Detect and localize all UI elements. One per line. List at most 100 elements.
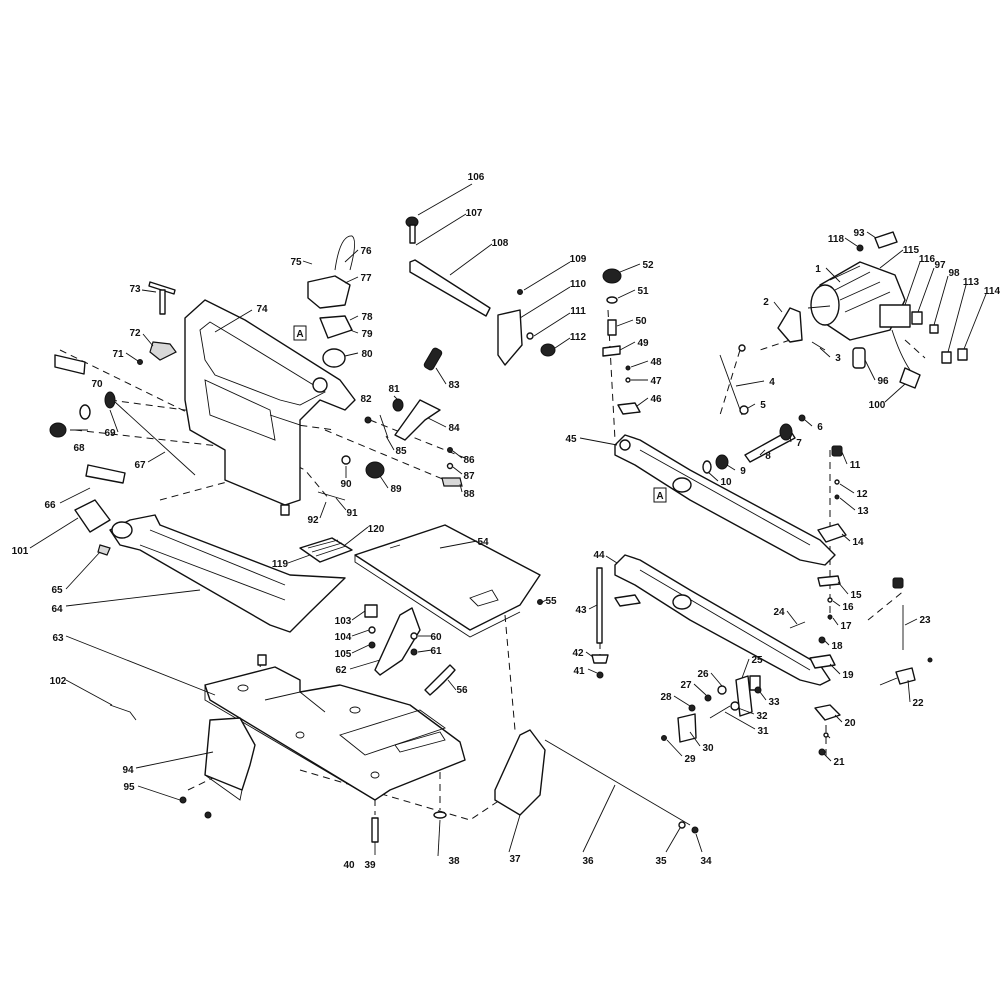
clamp-44 xyxy=(614,594,641,607)
callout-78: 78 xyxy=(361,312,373,323)
ref-mark-0: A xyxy=(293,325,307,341)
callout-31: 31 xyxy=(757,726,769,737)
callout-86: 86 xyxy=(463,455,475,466)
box-113 xyxy=(941,351,952,364)
callout-87: 87 xyxy=(463,471,475,482)
nut-27 xyxy=(704,694,712,702)
callout-42: 42 xyxy=(572,648,584,659)
bracket-20 xyxy=(814,704,841,721)
callout-38: 38 xyxy=(448,856,460,867)
ref-mark-label: A xyxy=(656,491,663,502)
knob-89 xyxy=(365,461,385,479)
callout-22: 22 xyxy=(912,698,924,709)
fan-2 xyxy=(777,307,803,343)
callout-88: 88 xyxy=(463,489,475,500)
washer-10 xyxy=(702,460,712,474)
callout-51: 51 xyxy=(637,286,649,297)
callout-41: 41 xyxy=(573,666,585,677)
callout-110: 110 xyxy=(570,279,587,290)
rod-36 xyxy=(544,739,691,826)
callout-39: 39 xyxy=(364,860,376,871)
clamp-49 xyxy=(602,345,621,357)
callout-15: 15 xyxy=(850,590,862,601)
screw-95a xyxy=(179,796,187,804)
hex-key-102 xyxy=(109,704,137,721)
washer-81 xyxy=(392,398,404,412)
callout-9: 9 xyxy=(740,466,746,477)
callout-80: 80 xyxy=(361,349,373,360)
knob-112 xyxy=(540,343,556,357)
callout-71: 71 xyxy=(112,349,124,360)
t-handle xyxy=(148,281,176,315)
screw-48 xyxy=(625,365,631,371)
callout-24: 24 xyxy=(773,607,785,618)
callout-3: 3 xyxy=(835,353,841,364)
callout-115: 115 xyxy=(903,245,920,256)
callout-96: 96 xyxy=(877,376,889,387)
ref-mark-1: A xyxy=(653,487,667,503)
rear-bracket-37 xyxy=(494,729,546,816)
callout-43: 43 xyxy=(575,605,587,616)
upper-arm-housing xyxy=(184,299,356,516)
switch-97 xyxy=(911,311,923,325)
nut-17 xyxy=(827,614,833,620)
clamp-42 xyxy=(591,654,609,664)
callout-63: 63 xyxy=(52,633,64,644)
callout-19: 19 xyxy=(842,670,854,681)
tilt-bracket-62 xyxy=(374,607,421,676)
switch-98 xyxy=(929,324,939,334)
screw-4 xyxy=(738,344,746,352)
screw-24 xyxy=(789,621,806,629)
washer-104 xyxy=(368,626,376,634)
washer-32 xyxy=(730,701,740,711)
part-number-callouts: 1234567891011121314151617181920212223242… xyxy=(12,172,1000,871)
callout-118: 118 xyxy=(828,234,845,245)
callout-21: 21 xyxy=(833,757,845,768)
callout-100: 100 xyxy=(869,400,886,411)
bracket-78 xyxy=(319,315,353,339)
plug-100 xyxy=(899,367,921,389)
callout-111: 111 xyxy=(570,306,586,317)
washer-60 xyxy=(410,632,418,640)
callout-11: 11 xyxy=(850,460,861,471)
callout-6: 6 xyxy=(817,422,823,433)
callout-14: 14 xyxy=(852,537,864,548)
bolt-39 xyxy=(371,817,379,843)
sleeve-50 xyxy=(607,319,617,336)
callout-90: 90 xyxy=(340,479,352,490)
callout-56: 56 xyxy=(456,685,468,696)
screw-118 xyxy=(856,244,864,252)
callout-7: 7 xyxy=(796,438,802,449)
callout-20: 20 xyxy=(844,718,856,729)
callout-16: 16 xyxy=(842,602,854,613)
callout-36: 36 xyxy=(582,856,594,867)
clamp-19 xyxy=(809,654,836,669)
callout-75: 75 xyxy=(290,257,302,268)
callout-49: 49 xyxy=(637,338,649,349)
cord-100 xyxy=(891,329,911,371)
washer-16a xyxy=(827,597,833,603)
screw-71 xyxy=(137,359,143,365)
rod-67 xyxy=(114,401,196,476)
upper-blade-arm-45 xyxy=(614,434,836,566)
callout-1: 1 xyxy=(815,264,821,275)
block-103 xyxy=(364,604,378,618)
callout-68: 68 xyxy=(73,443,85,454)
bearing-9 xyxy=(715,454,729,470)
callout-120: 120 xyxy=(368,524,385,535)
callout-98: 98 xyxy=(948,268,960,279)
plate-30 xyxy=(677,713,697,743)
callout-72: 72 xyxy=(129,328,141,339)
arm-108 xyxy=(409,259,491,317)
callout-65: 65 xyxy=(51,585,63,596)
callout-37: 37 xyxy=(509,854,521,865)
callout-28: 28 xyxy=(660,692,672,703)
capacitor-96 xyxy=(852,347,866,369)
callout-77: 77 xyxy=(360,273,372,284)
screw-55 xyxy=(537,599,543,605)
callout-114: 114 xyxy=(984,286,1000,297)
callout-76: 76 xyxy=(360,246,372,257)
callout-61: 61 xyxy=(430,646,442,657)
callout-5: 5 xyxy=(760,400,766,411)
grille-119 xyxy=(299,537,353,563)
